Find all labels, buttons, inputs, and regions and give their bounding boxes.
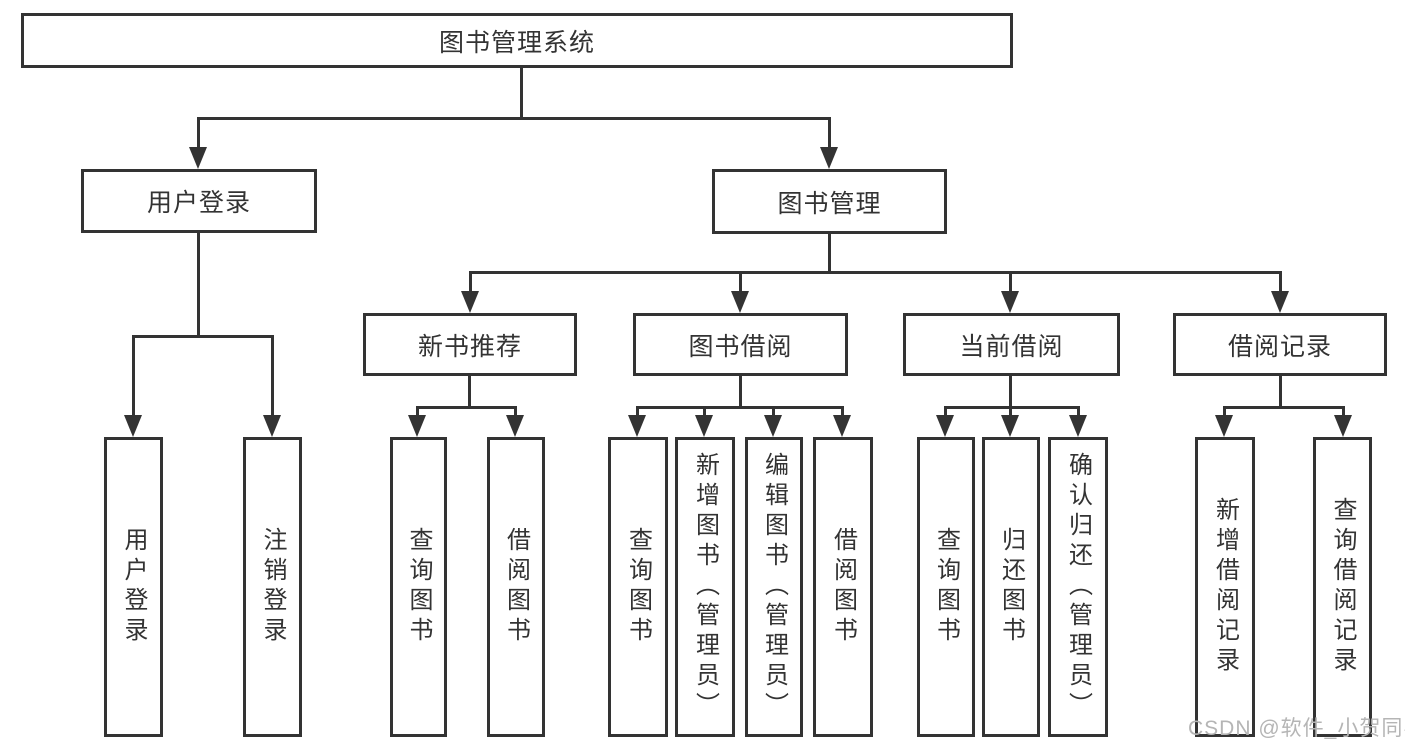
connector-line xyxy=(514,406,517,418)
connector-line xyxy=(469,271,472,293)
connector-line xyxy=(1223,406,1345,409)
connector-line xyxy=(1077,406,1080,418)
node-label: 注销登录 xyxy=(259,527,286,647)
leaf-logout: 注销登录 xyxy=(243,437,302,737)
arrowhead-down-icon xyxy=(1215,415,1233,437)
connector-line xyxy=(197,117,831,120)
node-label: 新增借阅记录 xyxy=(1211,497,1239,677)
arrowhead-down-icon xyxy=(189,147,207,169)
connector-line xyxy=(1279,374,1282,408)
node-label: 归还图书 xyxy=(997,527,1025,647)
node-borrow-records: 借阅记录 xyxy=(1173,313,1387,376)
arrowhead-down-icon xyxy=(1001,291,1019,313)
leaf-borrow-books: 借阅图书 xyxy=(813,437,873,737)
connector-line xyxy=(944,406,947,418)
connector-line xyxy=(739,271,742,293)
arrowhead-down-icon xyxy=(833,415,851,437)
node-label: 新增图书（管理员） xyxy=(691,452,719,722)
connector-line xyxy=(841,406,844,418)
leaf-query-books-recommend: 查询图书 xyxy=(390,437,447,737)
arrowhead-down-icon xyxy=(1069,415,1087,437)
node-label: 用户登录 xyxy=(146,189,251,217)
arrowhead-down-icon xyxy=(461,291,479,313)
node-label: 查询借阅记录 xyxy=(1329,497,1356,677)
node-label: 借阅图书 xyxy=(502,527,530,647)
arrowhead-down-icon xyxy=(764,415,782,437)
connector-line xyxy=(416,406,419,418)
leaf-return-books: 归还图书 xyxy=(982,437,1040,737)
leaf-query-books-borrow: 查询图书 xyxy=(608,437,668,737)
arrowhead-down-icon xyxy=(263,415,281,437)
node-label: 图书管理 xyxy=(777,189,882,218)
arrowhead-down-icon xyxy=(1334,415,1352,437)
arrowhead-down-icon xyxy=(820,147,838,169)
connector-line xyxy=(520,67,523,119)
node-current-borrow: 当前借阅 xyxy=(903,313,1120,376)
connector-line xyxy=(1009,271,1012,293)
node-label: 查询图书 xyxy=(624,527,652,647)
connector-line xyxy=(132,335,135,417)
connector-line xyxy=(1342,406,1345,418)
connector-line xyxy=(944,406,1080,409)
arrowhead-down-icon xyxy=(936,415,954,437)
connector-line xyxy=(468,374,471,408)
node-label: 编辑图书（管理员） xyxy=(760,452,788,722)
arrowhead-down-icon xyxy=(408,415,426,437)
node-book-management: 图书管理 xyxy=(712,169,947,234)
node-label: 用户登录 xyxy=(120,527,147,647)
connector-line xyxy=(469,271,1281,274)
connector-line xyxy=(636,406,844,409)
connector-line xyxy=(1223,406,1226,418)
connector-line xyxy=(1279,271,1282,293)
connector-line xyxy=(416,406,516,409)
connector-line xyxy=(739,374,742,408)
connector-line xyxy=(271,335,274,417)
connector-line xyxy=(1009,374,1012,408)
node-label: 查询图书 xyxy=(932,527,960,647)
arrowhead-down-icon xyxy=(628,415,646,437)
leaf-query-borrow-record: 查询借阅记录 xyxy=(1313,437,1372,737)
connector-line xyxy=(197,233,200,337)
connector-line xyxy=(828,233,831,273)
node-label: 借阅记录 xyxy=(1227,332,1332,361)
leaf-borrow-books-recommend: 借阅图书 xyxy=(487,437,545,737)
connector-line xyxy=(772,406,775,418)
node-user-login: 用户登录 xyxy=(81,169,317,233)
node-library-management-system: 图书管理系统 xyxy=(21,13,1013,68)
csdn-watermark: CSDN @软件_小贺同学 xyxy=(1188,717,1405,740)
leaf-add-borrow-record: 新增借阅记录 xyxy=(1195,437,1255,737)
connector-line xyxy=(703,406,706,418)
arrowhead-down-icon xyxy=(731,291,749,313)
arrowhead-down-icon xyxy=(1271,291,1289,313)
leaf-confirm-return-admin: 确认归还（管理员） xyxy=(1048,437,1108,737)
leaf-query-books-current: 查询图书 xyxy=(917,437,975,737)
connector-line xyxy=(1009,406,1012,418)
node-book-borrow: 图书借阅 xyxy=(633,313,848,376)
leaf-add-books-admin: 新增图书（管理员） xyxy=(675,437,735,737)
arrowhead-down-icon xyxy=(695,415,713,437)
node-label: 当前借阅 xyxy=(959,332,1064,361)
node-label: 借阅图书 xyxy=(829,527,857,647)
node-new-book-recommend: 新书推荐 xyxy=(363,313,577,376)
connector-line xyxy=(828,117,831,151)
arrowhead-down-icon xyxy=(124,415,142,437)
node-label: 图书管理系统 xyxy=(438,28,595,57)
connector-line xyxy=(636,406,639,418)
node-label: 确认归还（管理员） xyxy=(1064,452,1092,722)
arrowhead-down-icon xyxy=(1001,415,1019,437)
arrowhead-down-icon xyxy=(506,415,524,437)
node-label: 查询图书 xyxy=(405,527,432,647)
leaf-user-login: 用户登录 xyxy=(104,437,163,737)
node-label: 图书借阅 xyxy=(688,332,793,361)
node-label: 新书推荐 xyxy=(417,332,522,361)
connector-line xyxy=(132,335,274,338)
leaf-edit-books-admin: 编辑图书（管理员） xyxy=(745,437,803,737)
connector-line xyxy=(197,117,200,151)
